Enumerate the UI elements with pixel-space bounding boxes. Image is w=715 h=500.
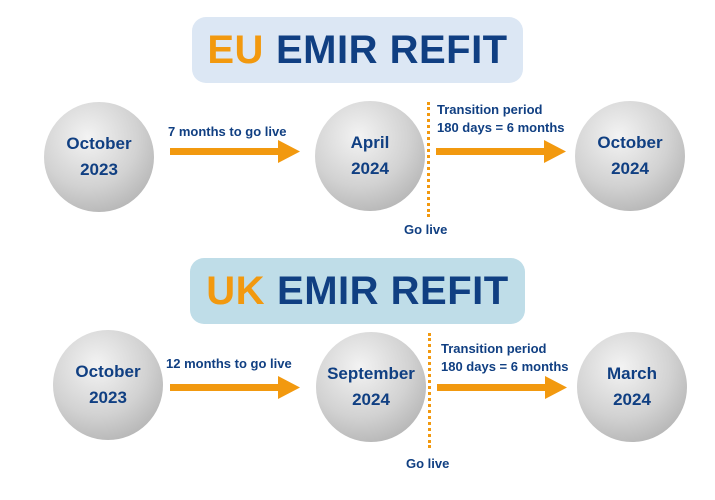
uk-title-banner: UK EMIR REFIT <box>190 258 525 324</box>
eu-mid-node: April 2024 <box>315 101 425 211</box>
uk-mid-year: 2024 <box>352 390 390 409</box>
uk-transition-line2: 180 days = 6 months <box>441 359 569 374</box>
uk-mid-node: September 2024 <box>316 332 426 442</box>
uk-end-node: March 2024 <box>577 332 687 442</box>
uk-arrow-to-golive <box>170 376 300 399</box>
uk-start-year: 2023 <box>89 388 127 407</box>
uk-title-accent: UK <box>206 268 266 313</box>
uk-start-node: October 2023 <box>53 330 163 440</box>
uk-golive-dotted-line <box>428 333 431 448</box>
uk-step1-label: 12 months to go live <box>166 356 292 371</box>
uk-end-month: March <box>606 364 658 383</box>
eu-golive-label: Go live <box>404 222 448 237</box>
eu-title-main: EMIR REFIT <box>275 27 508 72</box>
eu-start-year: 2023 <box>80 160 118 179</box>
eu-transition-line1: Transition period <box>437 102 543 117</box>
uk-mid-month: September <box>327 364 415 383</box>
uk-transition-line1: Transition period <box>441 341 547 356</box>
eu-end-month: October <box>597 133 663 152</box>
eu-arrow-to-golive <box>170 140 300 163</box>
eu-mid-year: 2024 <box>351 159 389 178</box>
eu-start-month: October <box>66 134 132 153</box>
eu-golive-dotted-line <box>427 102 430 217</box>
eu-arrow-transition <box>436 140 566 163</box>
uk-title-main: EMIR REFIT <box>277 268 509 313</box>
eu-transition-label: Transition period 180 days = 6 months <box>437 101 565 137</box>
uk-arrow-transition <box>437 376 567 399</box>
eu-start-node: October 2023 <box>44 102 154 212</box>
eu-transition-line2: 180 days = 6 months <box>437 120 565 135</box>
eu-step1-label: 7 months to go live <box>168 124 287 139</box>
uk-end-year: 2024 <box>613 390 651 409</box>
eu-end-year: 2024 <box>611 159 649 178</box>
uk-start-month: October <box>75 362 141 381</box>
eu-title-accent: EU <box>207 27 264 72</box>
eu-title-banner: EU EMIR REFIT <box>192 17 523 83</box>
uk-golive-label: Go live <box>406 456 450 471</box>
eu-mid-month: April <box>350 133 390 152</box>
eu-end-node: October 2024 <box>575 101 685 211</box>
uk-transition-label: Transition period 180 days = 6 months <box>441 340 569 376</box>
